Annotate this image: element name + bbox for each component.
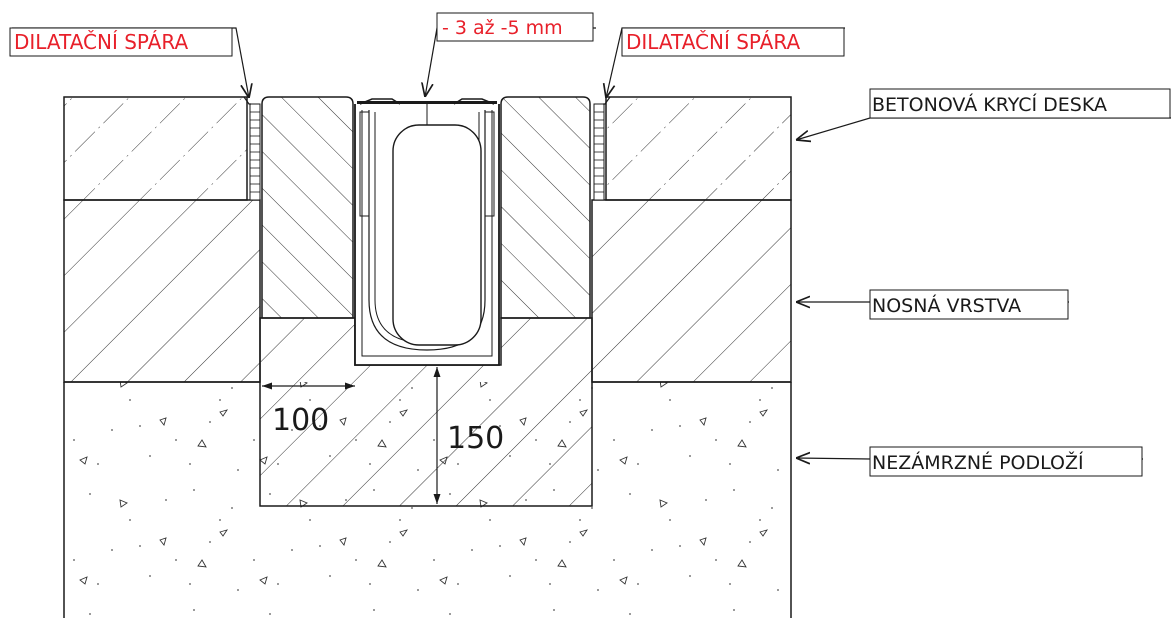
dimension-side-width: 100 — [272, 403, 329, 438]
label-expansion-joint-right: DILATAČNÍ SPÁRA — [626, 30, 800, 54]
expansion-joints — [243, 96, 611, 201]
base-layer — [63, 199, 792, 383]
label-frost-subbase: NEZÁMRZNÉ PODLOŽÍ — [872, 451, 1084, 474]
channel-grating — [357, 98, 497, 105]
label-tolerance: - 3 až -5 mm — [442, 17, 563, 39]
dimensions — [262, 367, 441, 504]
label-expansion-joint-left: DILATAČNÍ SPÁRA — [14, 30, 188, 54]
concrete-cover-slab — [63, 96, 792, 201]
concrete-bedding — [259, 96, 593, 507]
label-cover-slab: BETONOVÁ KRYCÍ DESKA — [872, 93, 1107, 116]
dimension-bottom-depth: 150 — [447, 421, 504, 456]
label-base-layer: NOSNÁ VRSTVA — [872, 294, 1021, 317]
drainage-channel — [354, 104, 500, 366]
